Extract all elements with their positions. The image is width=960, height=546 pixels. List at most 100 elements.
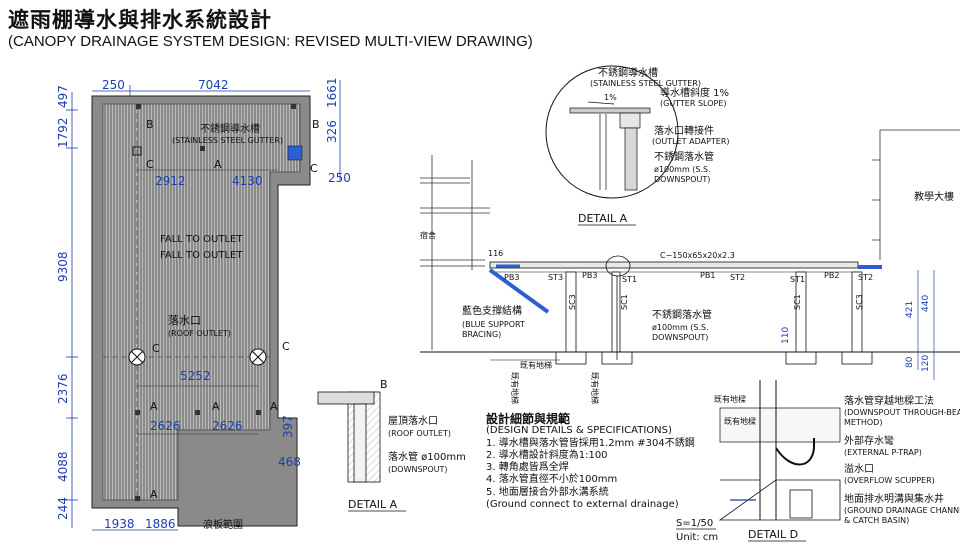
- member-pb3b: PB3: [582, 271, 597, 280]
- point-b-right: [291, 104, 296, 109]
- detail-a-outlet-en: (ROOF OUTLET): [388, 429, 451, 438]
- label-dorm: 宿舍: [420, 230, 436, 240]
- member-st1b: ST1: [790, 275, 805, 284]
- label-teaching: 教學大樓: [914, 190, 954, 203]
- detail-d-through-zh: 落水管穿越地樑工法: [844, 394, 934, 407]
- fall-to-outlet-2: FALL TO OUTLET: [160, 250, 243, 261]
- dim-right-326: 326: [325, 120, 339, 143]
- detail-a-top: 1% 不銹鋼導水槽 (STAINLESS STEEL GUTTER) 導水槽斜度…: [545, 65, 730, 226]
- member-st2a: ST2: [730, 273, 745, 282]
- detail-a-downspout-en: DOWNSPOUT): [654, 175, 710, 184]
- spec-item-5-en: (Ground connect to external drainage): [486, 499, 679, 511]
- spec-item-4: 4. 落水管直徑不小於100mm: [486, 474, 618, 486]
- marker-b-left: B: [146, 118, 154, 131]
- bracing-en2: BRACING): [462, 330, 501, 339]
- detail-d-through-en1: (DOWNSPOUT THROUGH-BEAM: [844, 408, 960, 417]
- gutter-box: [287, 145, 303, 161]
- h-110: 110: [781, 327, 791, 344]
- unit-label: Unit: cm: [676, 532, 718, 543]
- point-b-left: [136, 104, 141, 109]
- dim-bottom-468: 468: [278, 455, 301, 469]
- detail-d-through-en2: METHOD): [844, 418, 882, 427]
- detail-a-b-marker: B: [380, 378, 388, 391]
- detail-a-adapter-zh: 落水口轉接件: [654, 124, 714, 137]
- marker-c-right2: C: [282, 340, 290, 353]
- plan-view: 250 7042 497 1792 9308 2376 4088 244 166…: [56, 77, 351, 531]
- col-sc3b: SC3: [855, 294, 864, 310]
- member-st1a: ST1: [622, 275, 637, 284]
- dim-inner-2626b: 2626: [212, 419, 243, 433]
- detail-d-existing-beam2: 既有地樑: [724, 416, 756, 426]
- detail-d-existing-beam: 既有地樑: [714, 394, 746, 404]
- detail-d: 既有地樑 既有地樑 落水管穿越地樑工法 (DOWNSPOUT THROUGH-B…: [714, 380, 960, 542]
- scale-label: S=1/50: [676, 518, 713, 529]
- spec-item-1: 1. 導水槽與落水管皆採用1.2mm #304不銹鋼: [486, 437, 695, 449]
- detail-a-downspout-zh: 不銹鋼落水管: [654, 150, 714, 163]
- marker-a-top: A: [214, 158, 222, 171]
- dim-bottom-397: 397: [281, 415, 295, 438]
- elevation-view: 宿舍 教學大樓 C−150x65x20x2.3 116: [420, 129, 960, 404]
- wave-range: 浪板範圍: [203, 518, 243, 531]
- detail-d-overflow-en: (OVERFLOW SCUPPER): [844, 476, 935, 485]
- detail-a-slope-zh: 導水槽斜度 1%: [660, 86, 729, 99]
- member-st2b: ST2: [858, 273, 873, 282]
- plan-outlet-zh: 落水口: [168, 314, 201, 327]
- dim-right-1661: 1661: [325, 77, 339, 108]
- h-120: 120: [921, 355, 931, 372]
- h-440: 440: [921, 295, 931, 312]
- detail-d-basin-zh: 地面排水明溝與集水井: [844, 492, 944, 505]
- dim-bottom-1886: 1886: [145, 517, 176, 531]
- page-subtitle: (CANOPY DRAINAGE SYSTEM DESIGN: REVISED …: [8, 33, 533, 50]
- member-st3: ST3: [548, 273, 563, 282]
- col-sc3a: SC3: [568, 294, 577, 310]
- point-a-top: [200, 146, 205, 151]
- beam-spec: C−150x65x20x2.3: [660, 251, 735, 260]
- member-pb2: PB2: [824, 271, 839, 280]
- page-title: 遮雨棚導水與排水系統設計: [8, 8, 272, 32]
- dim-left-244: 244: [56, 497, 70, 520]
- dim-top-250: 250: [102, 78, 125, 92]
- dim-inner-2626a: 2626: [150, 419, 181, 433]
- plan-gutter-en: (STAINLESS STEEL GUTTER): [172, 136, 283, 145]
- detail-a-slope-en: (GUTTER SLOPE): [660, 99, 727, 108]
- detail-a-gutter-en: (STAINLESS STEEL GUTTER): [590, 79, 701, 88]
- existing-ground2: 既有地梯: [510, 372, 520, 404]
- detail-a-bottom: B 屋頂落水口 (ROOF OUTLET) 落水管 ø100mm (DOWNSP…: [317, 378, 466, 512]
- bracing-zh: 藍色支撐結構: [462, 304, 522, 317]
- elev-downspout-size: ø100mm (S.S.: [652, 323, 709, 332]
- marker-a3: A: [270, 400, 278, 413]
- dim-left-9308: 9308: [56, 251, 70, 282]
- existing-ground3: 既有地梯: [590, 372, 600, 404]
- dim-left-2376: 2376: [56, 373, 70, 404]
- detail-a-pipe-en: (DOWNSPOUT): [388, 465, 448, 474]
- marker-c-right: C: [310, 162, 318, 175]
- spec-heading-zh: 設計細節與規範: [486, 412, 571, 426]
- dim-right-250: 250: [328, 171, 351, 185]
- outlet-square-c: [132, 146, 142, 156]
- marker-a4: A: [150, 488, 158, 501]
- dim-left-4088: 4088: [56, 451, 70, 482]
- h-80: 80: [905, 356, 915, 368]
- detail-a-adapter-en: (OUTLET ADAPTER): [652, 137, 730, 146]
- detail-d-overflow-zh: 溢水口: [844, 462, 874, 475]
- detail-a-pipe-zh: 落水管 ø100mm: [388, 450, 466, 463]
- dim-left-497: 497: [56, 85, 70, 108]
- detail-a-gutter-zh: 不銹鋼導水槽: [598, 66, 658, 79]
- spec-heading-en: (DESIGN DETAILS & SPECIFICATIONS): [486, 425, 672, 437]
- marker-a1: A: [150, 400, 158, 413]
- col-sc1a: SC1: [620, 294, 629, 310]
- h-421: 421: [905, 301, 915, 318]
- detail-a-top-caption: DETAIL A: [578, 212, 628, 225]
- elev-downspout-en: DOWNSPOUT): [652, 333, 708, 342]
- detail-a-outlet-zh: 屋頂落水口: [388, 415, 438, 427]
- dim-inner-2912: 2912: [155, 174, 186, 188]
- point-a1: [135, 410, 140, 415]
- detail-a-bottom-caption: DETAIL A: [348, 498, 398, 511]
- detail-d-ptrap-en: (EXTERNAL P-TRAP): [844, 448, 922, 457]
- dim-top-7042: 7042: [198, 78, 229, 92]
- spec-item-3: 3. 轉角處皆爲全焊: [486, 462, 569, 474]
- col-sc1b: SC1: [793, 294, 802, 310]
- detail-a-downspout-size: ø100mm (S.S.: [654, 165, 711, 174]
- spec-item-2: 2. 導水槽設計斜度為1:100: [486, 449, 608, 461]
